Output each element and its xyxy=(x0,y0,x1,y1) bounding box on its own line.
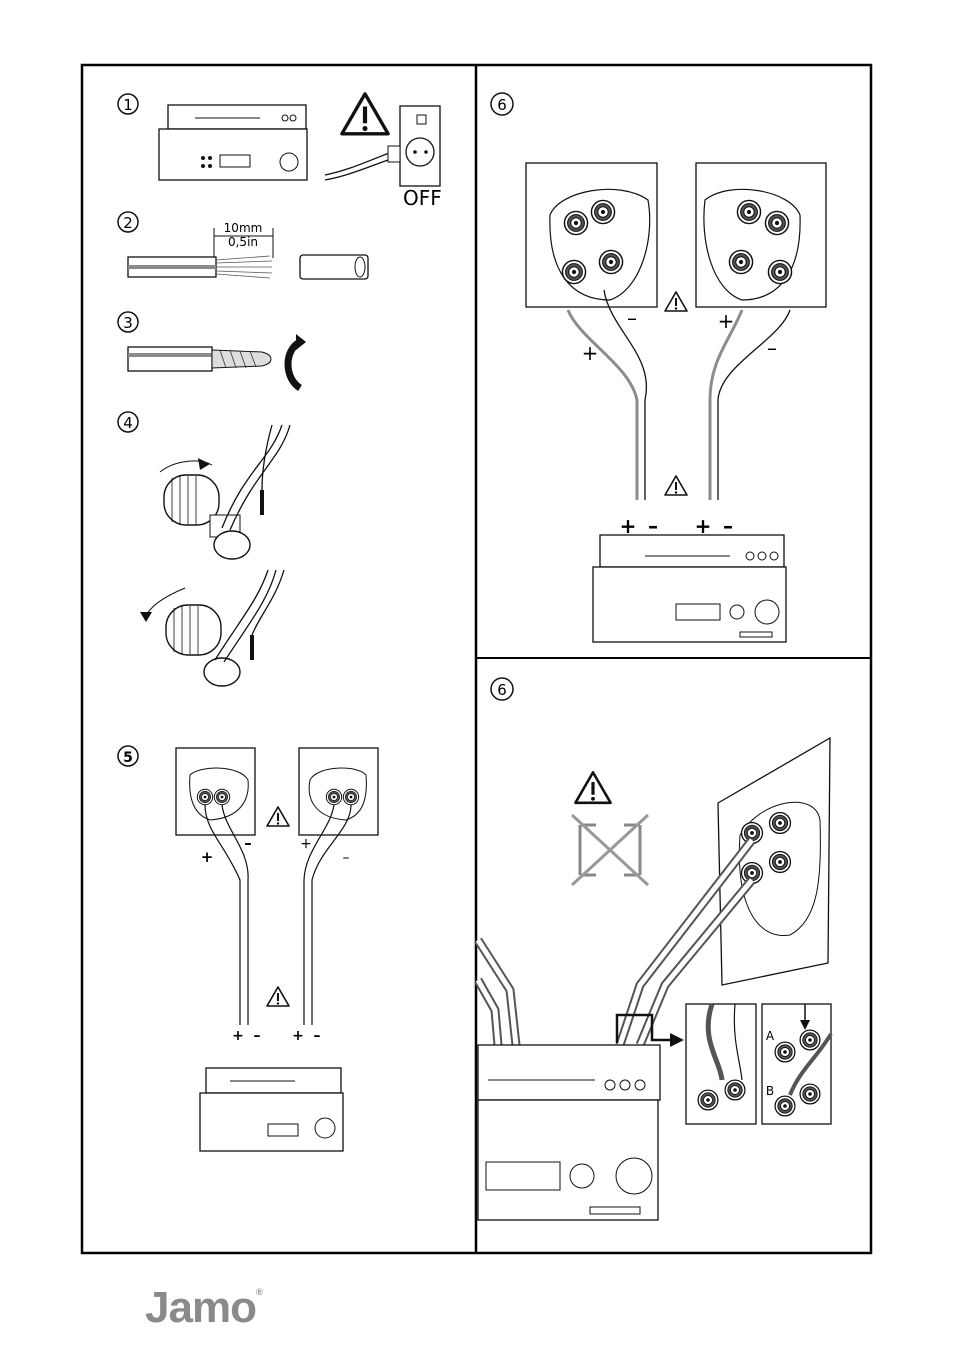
right-plus: + xyxy=(300,836,312,852)
warning-icon xyxy=(665,476,687,495)
warning-icon xyxy=(267,807,289,826)
jamo-logo: Jamo® xyxy=(145,1283,262,1333)
step-1-number: 1 xyxy=(123,96,133,114)
twist-arrow-icon xyxy=(288,342,300,388)
warning-icon xyxy=(267,987,289,1006)
terminal-a-label: A xyxy=(766,1029,775,1043)
right-plus: + xyxy=(718,309,735,333)
step-6-wiring: 6 + – + – + – + – xyxy=(491,93,826,642)
step-4: 4 xyxy=(118,412,290,686)
step-4-number: 4 xyxy=(123,414,133,432)
wall-socket xyxy=(400,106,440,186)
biwire-detail-1 xyxy=(686,1004,756,1124)
step-1: 1 OFF xyxy=(118,94,442,210)
step-3-number: 3 xyxy=(123,314,133,332)
left-plus: + xyxy=(582,341,599,365)
right-minus: – xyxy=(767,336,777,360)
amp-right-minus: – xyxy=(314,1028,321,1044)
step-3: 3 xyxy=(118,312,306,388)
strip-length-mm: 10mm xyxy=(224,221,263,235)
left-minus: – xyxy=(244,834,252,852)
amp-left-plus: + xyxy=(232,1028,244,1044)
step-5: 5 + – + – + – + – xyxy=(118,746,378,1151)
left-plus: + xyxy=(201,848,214,866)
step-6b-number: 6 xyxy=(497,681,507,699)
step-2-number: 2 xyxy=(123,214,133,232)
step-6-biwire: 6 xyxy=(478,678,831,1220)
left-speaker-biwire-terminal xyxy=(526,163,657,307)
right-minus: – xyxy=(343,850,350,866)
left-speaker-terminal xyxy=(176,748,255,835)
strip-length-in: 0,5in xyxy=(228,235,258,249)
power-cord xyxy=(325,152,392,175)
dvd-player xyxy=(600,535,784,567)
dvd-player xyxy=(168,105,306,129)
av-receiver xyxy=(200,1093,343,1151)
dvd-player xyxy=(478,1045,660,1100)
right-speaker-biwire-terminal xyxy=(696,163,826,307)
warning-icon xyxy=(342,94,388,134)
amp-right-plus: + xyxy=(292,1028,304,1044)
left-minus: – xyxy=(627,306,637,330)
terminal-b-label: B xyxy=(766,1084,774,1098)
biwire-detail-2 xyxy=(762,1004,831,1124)
brand-registered-mark: ® xyxy=(256,1287,262,1297)
no-jumper-icon xyxy=(572,815,648,885)
step-6a-number: 6 xyxy=(497,96,507,114)
warning-icon xyxy=(575,772,610,802)
step-2: 2 10mm 0,5in xyxy=(118,212,368,279)
brand-name: Jamo xyxy=(145,1283,256,1332)
av-receiver xyxy=(478,1100,658,1220)
twisted-cable xyxy=(128,347,212,371)
amp-left-minus: – xyxy=(254,1028,261,1044)
step-5-number: 5 xyxy=(123,750,133,766)
off-label: OFF xyxy=(403,186,442,210)
warning-icon xyxy=(665,292,687,311)
